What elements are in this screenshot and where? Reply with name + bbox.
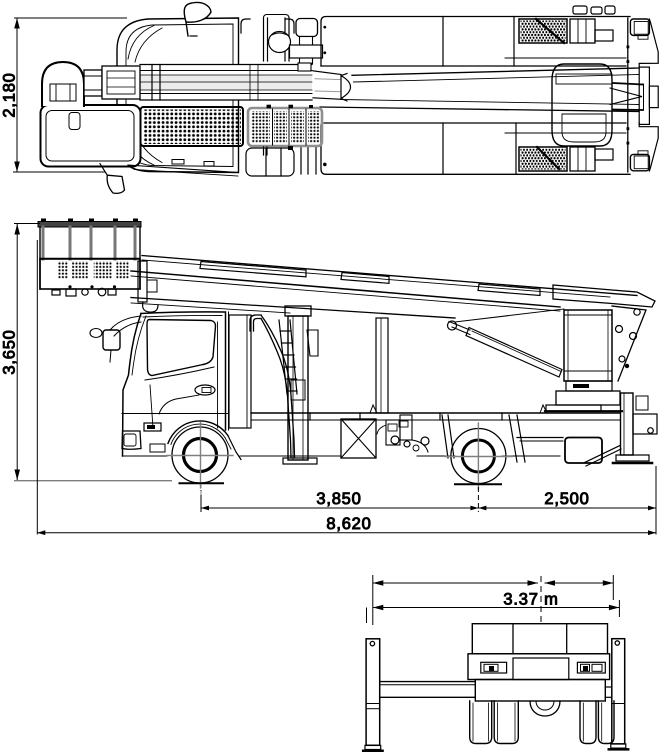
svg-text:8,620: 8,620	[326, 515, 371, 533]
svg-text:3,650: 3,650	[1, 329, 19, 374]
svg-text:3,850: 3,850	[316, 490, 361, 508]
svg-text:2,180: 2,180	[1, 72, 19, 117]
svg-text:2,500: 2,500	[544, 490, 589, 508]
svg-text:3.37 m: 3.37 m	[503, 591, 558, 609]
